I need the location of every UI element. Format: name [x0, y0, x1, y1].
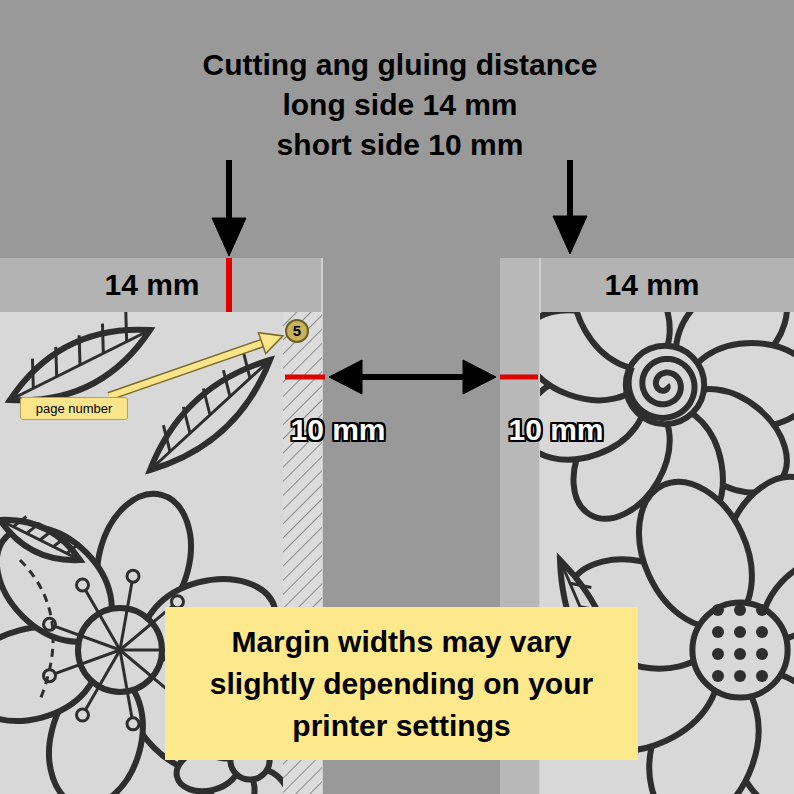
- arrow-outline: [109, 343, 262, 396]
- dimension-label: 14 mm: [604, 268, 699, 303]
- pointer-arrow: [212, 160, 587, 256]
- cut-mark: [500, 375, 538, 380]
- callout-text: page number: [36, 401, 113, 417]
- long-side-margin: [0, 258, 322, 312]
- cut-mark: [285, 375, 325, 380]
- dimension-label: 14 mm: [104, 268, 199, 303]
- dimension-arrow: [329, 360, 496, 394]
- dimension-label: 10 mm: [508, 413, 603, 448]
- heading-line: long side 14 mm: [282, 88, 517, 123]
- note-text: Margin widths may vary slightly dependin…: [201, 621, 602, 747]
- dimension-label: 10 mm: [290, 413, 385, 448]
- cut-mark: [226, 258, 232, 312]
- arrow-shaft: [109, 343, 262, 396]
- page-number-badge: 5: [285, 319, 309, 343]
- heading-line: Cutting ang gluing distance: [203, 48, 598, 83]
- heading-line: short side 10 mm: [277, 128, 524, 163]
- long-side-margin: [540, 258, 794, 312]
- note-box: Margin widths may vary slightly dependin…: [165, 607, 638, 760]
- pointer-arrow: [109, 333, 283, 397]
- callout-box: page number: [20, 397, 128, 420]
- page-number: 5: [293, 322, 301, 340]
- arrow-head: [258, 333, 282, 354]
